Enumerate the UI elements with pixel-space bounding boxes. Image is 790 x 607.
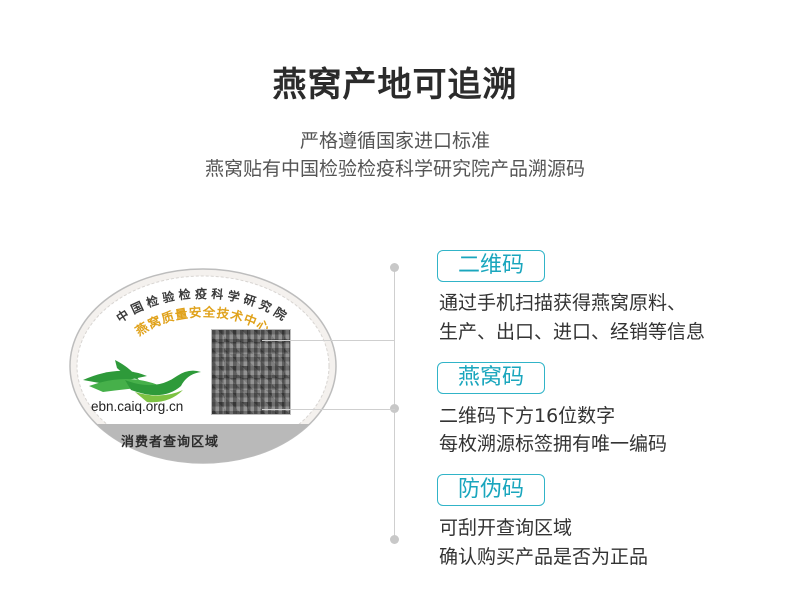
- connector-vertical: [394, 268, 395, 538]
- feature-1-line-2: 生产、出口、进口、经销等信息: [439, 321, 706, 343]
- connector-qr: [262, 340, 395, 341]
- tag-qr-code: 二维码: [437, 250, 545, 282]
- seal-url: ebn.caiq.org.cn: [91, 399, 184, 414]
- qr-code: [211, 329, 291, 415]
- feature-3-line-1: 可刮开查询区域: [439, 517, 573, 539]
- page-title: 燕窝产地可追溯: [272, 65, 518, 105]
- tag-anti-counterfeit: 防伪码: [437, 474, 545, 506]
- bird-logo-icon: [83, 360, 201, 403]
- connector-dot-1: [390, 263, 399, 272]
- feature-2-line-1: 二维码下方16位数字: [439, 405, 616, 427]
- subtitle-line-1: 严格遵循国家进口标准: [299, 130, 490, 152]
- connector-dot-2: [390, 404, 399, 413]
- feature-1-line-1: 通过手机扫描获得燕窝原料、: [439, 292, 687, 314]
- seal-footer: 消费者查询区域: [121, 435, 220, 450]
- subtitle-line-2: 燕窝贴有中国检验检疫科学研究院产品溯源码: [204, 158, 585, 180]
- connector-code: [262, 409, 395, 410]
- connector-dot-3: [390, 535, 399, 544]
- tag-nest-code: 燕窝码: [437, 362, 545, 394]
- feature-3-line-2: 确认购买产品是否为正品: [439, 546, 649, 568]
- feature-2-line-2: 每枚溯源标签拥有唯一编码: [439, 433, 668, 455]
